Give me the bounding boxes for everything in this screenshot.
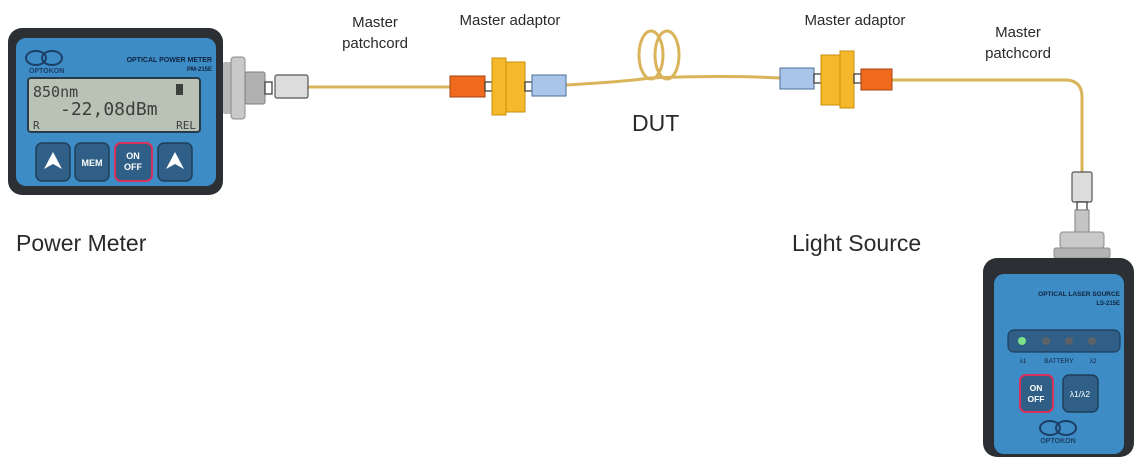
- label-master-adaptor-right: Master adaptor: [804, 12, 906, 29]
- lambda2-led-icon: [1088, 337, 1096, 345]
- power-meter-device: OPTOKON OPTICAL POWER METER PM-215E 850n…: [8, 28, 273, 195]
- mem-button[interactable]: MEM: [74, 142, 110, 182]
- power-meter-title: OPTICAL POWER METER: [127, 57, 212, 64]
- lcd-left-flag: R: [33, 119, 40, 132]
- up-arrow-button-left[interactable]: [35, 142, 71, 182]
- lcd-right-flag: REL: [176, 119, 196, 132]
- master-adaptor-left: [449, 57, 567, 116]
- lambda2-label: λ2: [1090, 358, 1097, 365]
- label-master-adaptor-left: Master adaptor: [459, 12, 561, 29]
- chevron-up-icon: [44, 152, 62, 169]
- ls-on-label: ON: [1030, 383, 1043, 393]
- battery-led-icon: [1065, 337, 1073, 345]
- light-source-model: LS-215E: [1096, 301, 1120, 307]
- mem-button-label: MEM: [82, 158, 103, 168]
- wavelength-switch-label: λ1/λ2: [1070, 389, 1091, 399]
- lambda1-label: λ1: [1020, 358, 1027, 365]
- on-label: ON: [126, 151, 140, 161]
- power-meter-brand: OPTOKON: [29, 68, 64, 75]
- power-meter-lcd: [27, 77, 201, 133]
- optical-port: [223, 56, 273, 120]
- label-light-source: Light Source: [792, 230, 922, 256]
- indicator-panel: [1007, 329, 1121, 353]
- patchcord-connector-left: [274, 74, 309, 99]
- label-dut: DUT: [632, 110, 680, 136]
- label-line: patchcord: [342, 35, 408, 52]
- power-meter-model: PM-215E: [187, 67, 212, 73]
- master-adaptor-right: [779, 50, 893, 109]
- light-source-on-off-button[interactable]: ON OFF: [1019, 374, 1054, 413]
- optokon-logo-icon: OPTOKON: [1039, 420, 1077, 445]
- lcd-reading: -22,08dBm: [60, 99, 158, 120]
- label-master-patchcord-right: Master patchcord: [973, 22, 1063, 64]
- patchcord-connector-right: [1071, 171, 1093, 211]
- battery-led-icon: [1042, 337, 1050, 345]
- light-source-port: [1053, 209, 1111, 259]
- wavelength-switch-button[interactable]: λ1/λ2: [1062, 374, 1099, 413]
- optokon-logo-icon: OPTOKON: [25, 50, 64, 75]
- lcd-wavelength: 850nm: [33, 83, 78, 101]
- battery-icon: [176, 84, 183, 95]
- off-label: OFF: [124, 162, 142, 172]
- on-off-button[interactable]: ON OFF: [114, 142, 153, 182]
- light-source-device: OPTICAL LASER SOURCE LS-215E λ1 BATTERY …: [983, 209, 1134, 457]
- up-arrow-button-right[interactable]: [157, 142, 193, 182]
- label-line: Master: [352, 14, 398, 31]
- battery-label: BATTERY: [1044, 358, 1074, 365]
- ls-off-label: OFF: [1028, 394, 1045, 404]
- lambda1-led-icon: [1018, 337, 1026, 345]
- light-source-title: OPTICAL LASER SOURCE: [1038, 291, 1121, 298]
- label-line: Master: [995, 24, 1041, 41]
- light-source-brand: OPTOKON: [1040, 438, 1075, 445]
- label-power-meter: Power Meter: [16, 230, 147, 256]
- label-master-patchcord-left: Master patchcord: [330, 12, 420, 54]
- chevron-up-icon: [166, 152, 184, 169]
- fiber-cable: [308, 29, 1084, 172]
- label-line: patchcord: [985, 45, 1051, 62]
